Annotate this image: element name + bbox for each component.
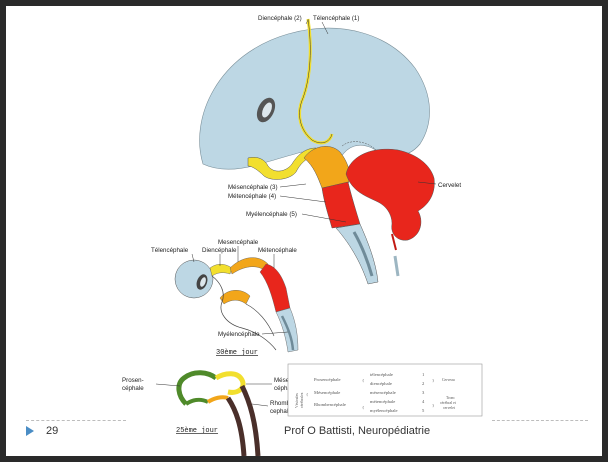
label-telencephale: Télencéphale (1): [313, 15, 359, 22]
table-brace-1: {: [362, 378, 364, 383]
prosencephale-tube-2: [186, 400, 208, 404]
table-side-title-2: cérébrales: [300, 392, 304, 408]
leader-rhomben: [252, 404, 268, 406]
label-cervelet: Cervelet: [438, 182, 461, 189]
table-primary-1: Prosencéphale: [314, 377, 341, 382]
label-diencephale: Diencéphale (2): [258, 15, 302, 22]
table-secondary-1: télencéphale: [370, 372, 393, 377]
mid-outline: [212, 276, 276, 350]
label-prosen-2: céphale: [122, 385, 144, 392]
table-result-1: Cerveau: [442, 378, 455, 382]
label-mesencephale: Mésencéphale (3): [228, 184, 278, 191]
slide: Diencéphale (2) Télencéphale (1) Cervele…: [6, 6, 602, 456]
leader-prosen: [156, 384, 180, 386]
leader-mesencephale: [280, 184, 306, 187]
mesencephale-tube-2: [208, 397, 228, 402]
label-mid-telencephale: Télencéphale: [151, 247, 189, 254]
bottom-embryo-brain: Prosen- céphale Mésen- céphale Rhomben- …: [122, 373, 299, 456]
leader-metencephale: [280, 196, 326, 202]
table-brace-3: }: [432, 378, 434, 383]
caption-25-days: 25ème jour: [176, 427, 218, 435]
label-myelencephale: Myélencéphale (5): [246, 211, 297, 218]
page-number: 29: [46, 425, 58, 437]
vesicles-table: Vésicules cérébrales Prosencéphale Mésen…: [288, 364, 482, 416]
caption-30-days: 30ème jour: [216, 349, 258, 357]
middle-embryo-brain: Mesencéphale Télencéphale Diencéphale Mé…: [151, 239, 298, 357]
brain-development-diagram: Diencéphale (2) Télencéphale (1) Cervele…: [6, 6, 602, 456]
footer-divider-right: [492, 420, 588, 421]
table-primary-3: Mésencéphale: [314, 390, 340, 395]
label-prosen-1: Prosen-: [122, 377, 144, 384]
table-brace-4: }: [432, 403, 434, 408]
table-secondary-4: métencéphale: [370, 399, 395, 404]
table-result-5: cérébral et: [440, 401, 457, 405]
metencephale-mid: [260, 264, 290, 312]
tail-2: [395, 256, 398, 276]
table-result-extra: cervelet: [443, 406, 456, 410]
table-primary-4: Rhombencéphale: [314, 402, 346, 407]
mesencephale-tube: [216, 374, 243, 393]
footer-divider-left: [26, 420, 126, 421]
rhombencephale-tube-2: [228, 398, 244, 456]
mesencephale-mid-lower: [220, 290, 250, 304]
table-result-4: Tronc: [446, 396, 455, 400]
label-mid-diencephale: Diencéphale: [202, 247, 237, 254]
table-brace-side: {: [306, 392, 308, 397]
table-secondary-2: diencéphale: [370, 381, 392, 386]
table-side-title-1: Vésicules: [295, 393, 299, 408]
table-brace-2: {: [362, 405, 364, 410]
bullet-arrow-icon: [26, 426, 34, 436]
label-mid-metencephale: Métencéphale: [258, 247, 297, 254]
diencephale-mid: [210, 264, 232, 276]
table-secondary-5: myélencéphale: [370, 408, 398, 413]
table-secondary-3: mésencéphale: [370, 390, 396, 395]
label-mid-myelencephale: Myélencéphale: [218, 331, 260, 338]
footer-text: Prof O Battisti, Neuropédiatrie: [284, 425, 430, 437]
label-metencephale: Métencéphale (4): [228, 193, 276, 200]
label-mid-mesencephale: Mesencéphale: [218, 239, 259, 246]
